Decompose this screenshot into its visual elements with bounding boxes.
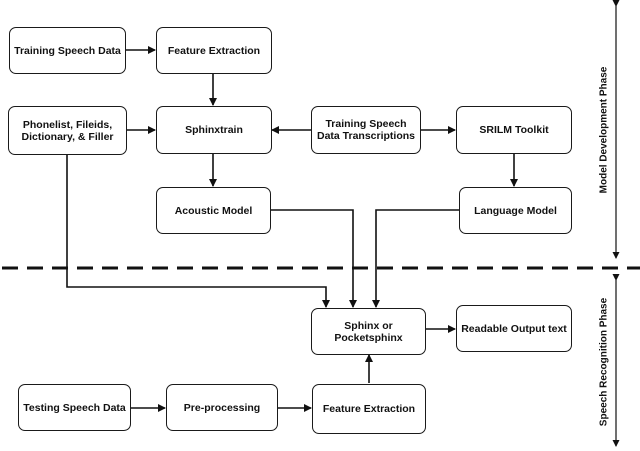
node-feature-extraction-top: Feature Extraction [156, 27, 272, 74]
node-sphinx: Sphinx or Pocketsphinx [311, 308, 426, 355]
node-feature-extraction-bottom: Feature Extraction [312, 384, 426, 434]
node-sphinxtrain: Sphinxtrain [156, 106, 272, 154]
node-language-model: Language Model [459, 187, 572, 234]
node-phonelist: Phonelist, Fileids, Dictionary, & Filler [8, 106, 127, 155]
edge-phonelist-to-sphinx [66, 155, 330, 308]
label-model-development-phase: Model Development Phase [598, 66, 610, 194]
node-testing-speech-data: Testing Speech Data [18, 384, 131, 431]
node-readable-output: Readable Output text [456, 305, 572, 352]
node-acoustic-model: Acoustic Model [156, 187, 271, 234]
node-transcriptions: Training Speech Data Transcriptions [311, 106, 421, 154]
node-preprocessing: Pre-processing [166, 384, 278, 431]
node-srilm-toolkit: SRILM Toolkit [456, 106, 572, 154]
label-speech-recognition-phase: Speech Recognition Phase [598, 297, 610, 427]
node-training-speech-data: Training Speech Data [9, 27, 126, 74]
edge-acoustic-to-sphinx [271, 209, 357, 308]
edge-language-to-sphinx [372, 209, 459, 308]
